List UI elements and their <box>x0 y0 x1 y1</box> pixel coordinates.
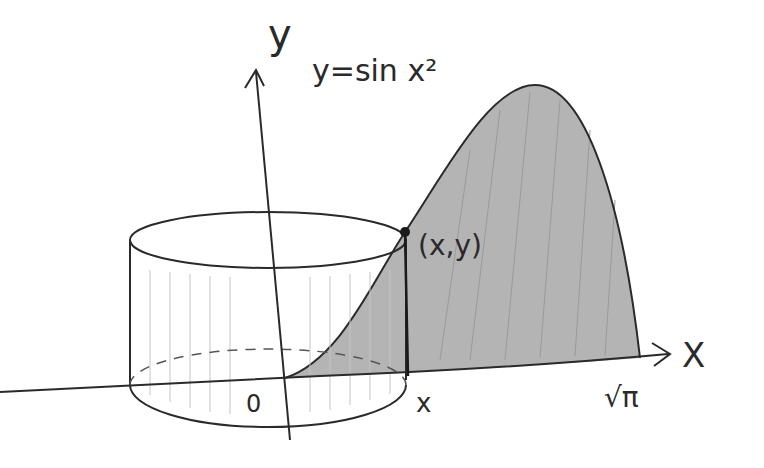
origin-label: 0 <box>246 392 261 416</box>
shell-hatching <box>150 270 390 414</box>
curve-equation: y=sin x² <box>312 56 437 86</box>
shade-hatching <box>440 92 615 360</box>
axis-label: y <box>268 14 292 54</box>
shaded-region <box>285 85 640 378</box>
x-axis-arrow <box>652 343 670 366</box>
point-label: (x,y) <box>418 232 482 260</box>
y-axis <box>256 72 290 440</box>
y-axis-arrow <box>245 70 264 88</box>
shell-side <box>129 240 131 385</box>
radius-label: x <box>416 390 431 416</box>
bound-label: √π <box>604 384 639 412</box>
axis-label: X <box>682 338 705 372</box>
height-line <box>405 232 408 376</box>
curve-point <box>400 227 410 237</box>
x-axis <box>0 354 668 392</box>
shell-top <box>130 212 406 268</box>
shell-bottom <box>130 385 406 427</box>
sine-curve <box>285 85 640 378</box>
